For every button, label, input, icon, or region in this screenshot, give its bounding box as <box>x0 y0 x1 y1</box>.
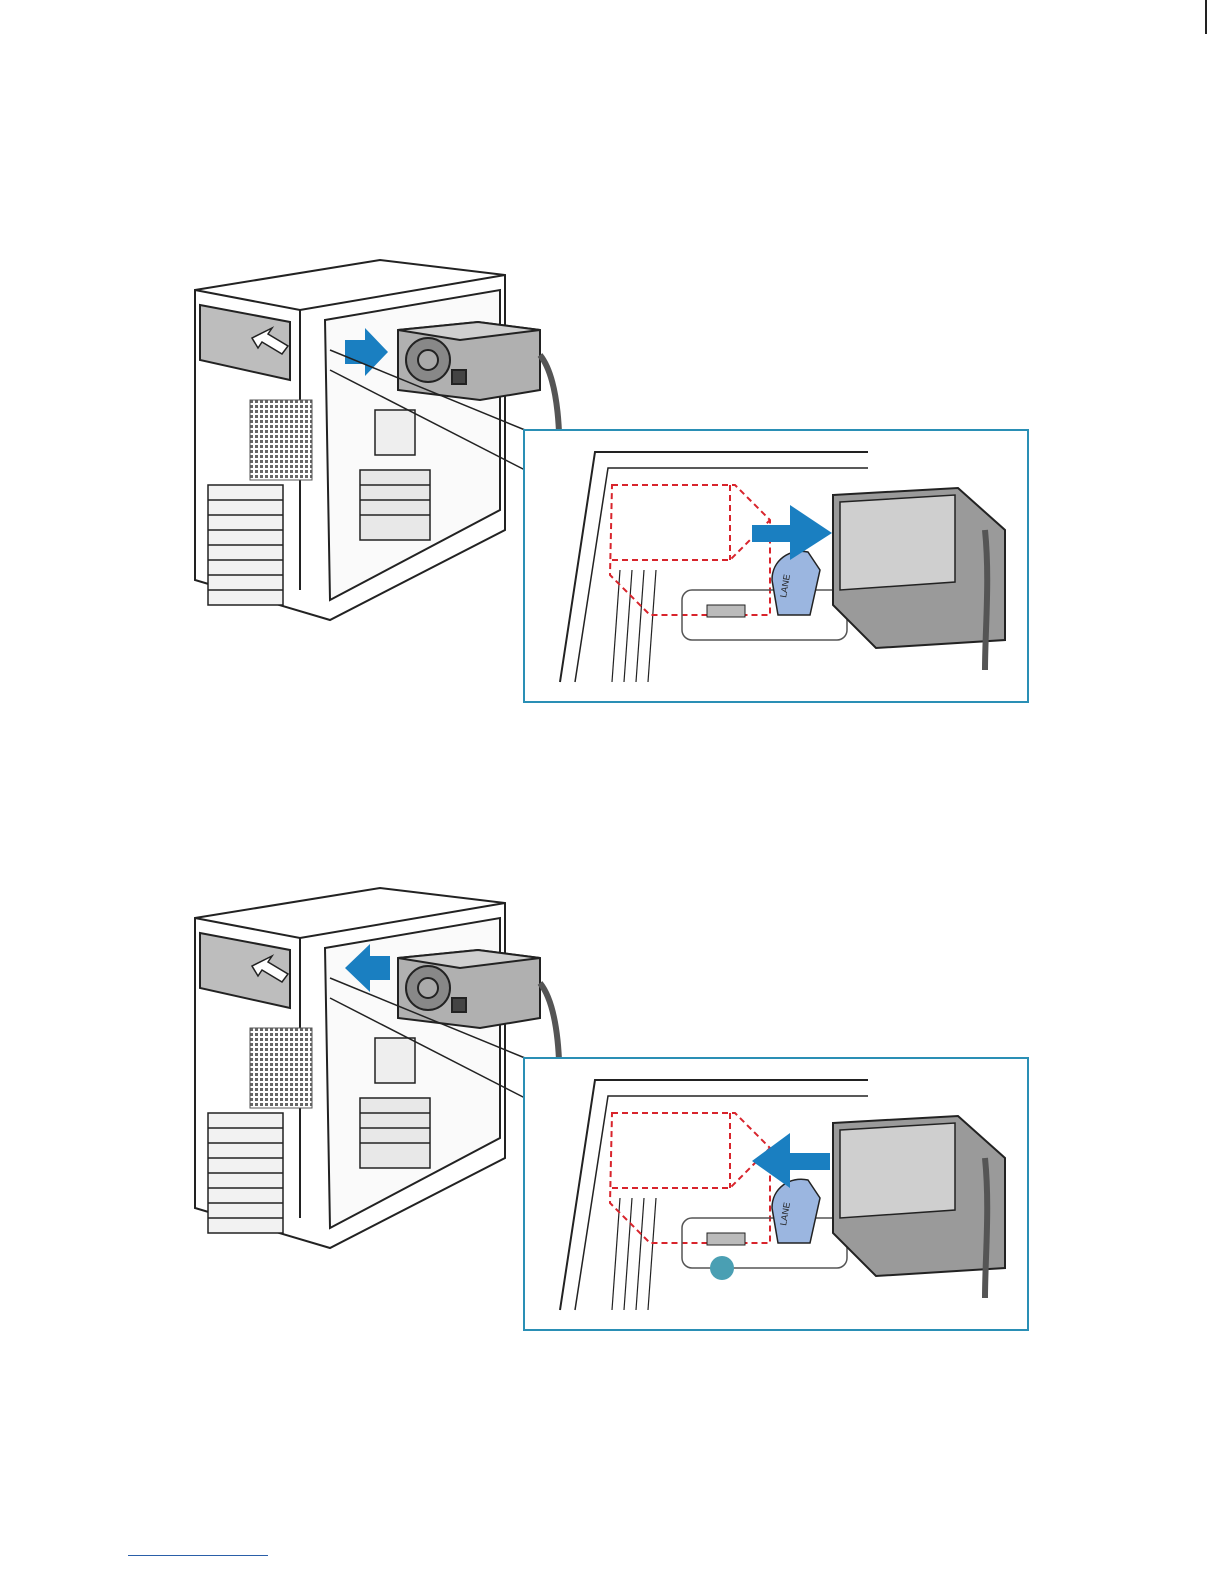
footnote-rule <box>128 1555 268 1556</box>
chassis <box>195 260 505 620</box>
diagram-svg: LANE <box>0 230 1224 870</box>
fan-grille <box>250 1028 312 1108</box>
diagram-svg: LANE <box>0 858 1224 1498</box>
callout-marker <box>710 1256 734 1280</box>
latch <box>772 1179 820 1243</box>
drive-bays <box>208 1113 283 1233</box>
fan-grille <box>250 400 312 480</box>
latch <box>772 551 820 615</box>
page-edge-rule <box>1205 0 1207 34</box>
figure-remove-power-supply: LANE <box>0 230 1224 870</box>
drive-bays <box>208 485 283 605</box>
figure-install-power-supply: LANE <box>0 858 1224 1498</box>
chassis <box>195 888 505 1248</box>
